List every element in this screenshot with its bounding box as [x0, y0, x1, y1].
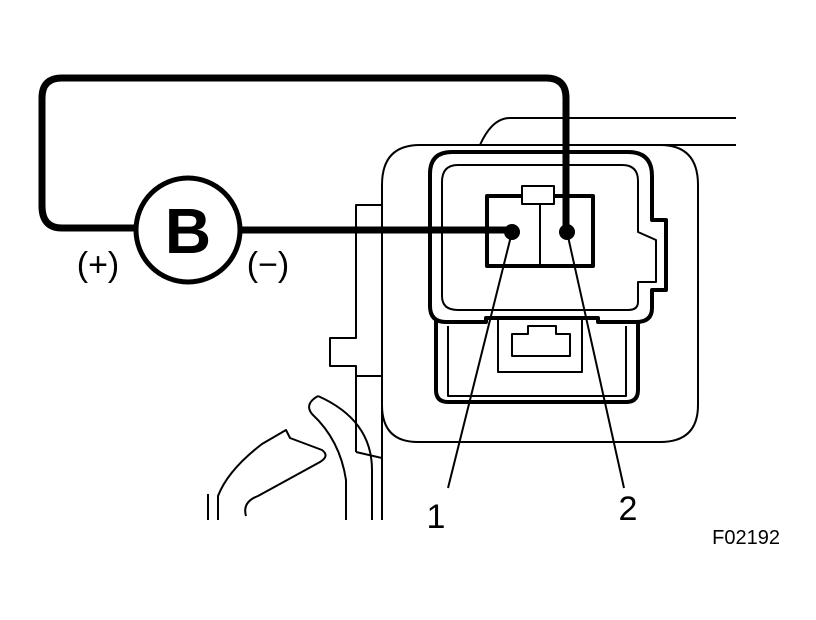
figure-code: F02192: [712, 527, 780, 549]
terminal-2-label: 2: [619, 490, 638, 528]
positive-polarity-label: (+): [77, 246, 120, 284]
terminal-1-label: 1: [427, 498, 446, 536]
terminal-cavity: [485, 185, 595, 268]
battery-symbol-label: B: [165, 195, 211, 267]
battery-circle: [133, 175, 243, 285]
leader-lines: [447, 231, 625, 489]
bracket-structure: [207, 204, 383, 520]
negative-polarity-label: (−): [247, 246, 290, 284]
connector-housing: [381, 117, 736, 443]
test-wires: [38, 74, 570, 234]
